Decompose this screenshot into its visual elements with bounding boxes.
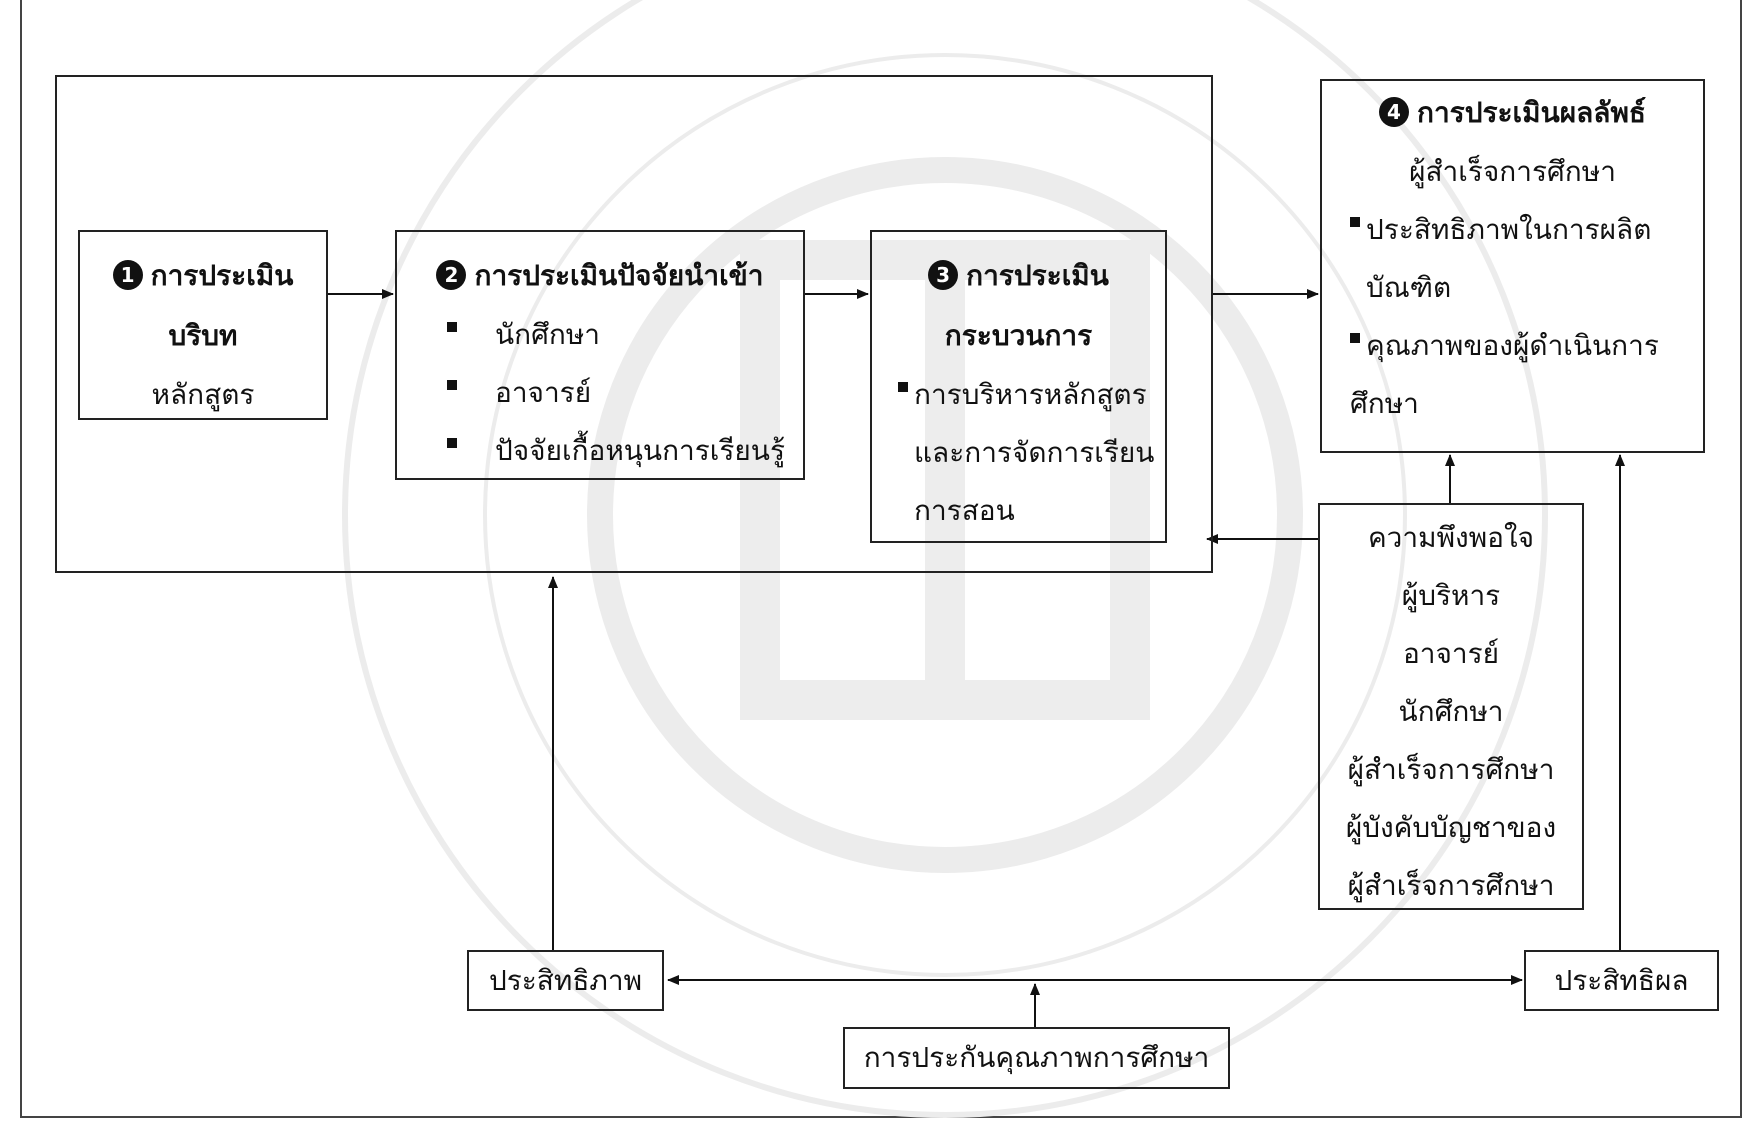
bullet-square-icon: [1350, 333, 1360, 343]
input-item: อาจารย์: [447, 364, 803, 422]
process-group-frame: [55, 75, 1213, 573]
bullet-square-icon: [447, 438, 457, 448]
input-title-text: การประเมินปัจจัยนำเข้า: [474, 259, 764, 292]
satisfaction-box: ความพึงพอใจ ผู้บริหาร อาจารย์ นักศึกษา ผ…: [1318, 503, 1584, 910]
satisfaction-line: ผู้สำเร็จการศึกษา: [1347, 753, 1555, 786]
quality-assurance-box: การประกันคุณภาพการศึกษา: [843, 1027, 1230, 1089]
bullet-square-icon: [447, 322, 457, 332]
output-title-text: การประเมินผลลัพธ์: [1416, 96, 1646, 129]
context-title-line1: การประเมิน: [150, 259, 294, 292]
output-item2: คุณภาพของผู้ดำเนินการศึกษา: [1350, 329, 1659, 420]
process-item-line2: และการจัดการเรียน: [914, 436, 1155, 469]
number-four-badge: 4: [1378, 97, 1409, 127]
process-title-line2: กระบวนการ: [944, 319, 1093, 352]
number-three-badge: 3: [928, 260, 959, 290]
number-one-badge: 1: [112, 260, 143, 290]
bullet-square-icon: [898, 382, 908, 392]
input-item: นักศึกษา: [447, 306, 803, 364]
process-item-line1: การบริหารหลักสูตร: [898, 366, 1165, 424]
context-item: หลักสูตร: [151, 378, 255, 411]
output-item1-line2: บัณฑิต: [1366, 271, 1452, 304]
satisfaction-line: ความพึงพอใจ: [1367, 521, 1535, 554]
process-item-line3: การสอน: [914, 494, 1015, 527]
satisfaction-line: อาจารย์: [1402, 637, 1500, 670]
satisfaction-line: ผู้บังคับบัญชาของ: [1345, 811, 1557, 844]
context-title-line2: บริบท: [168, 319, 238, 352]
bullet-square-icon: [447, 380, 457, 390]
satisfaction-line: ผู้สำเร็จการศึกษา: [1347, 869, 1555, 902]
satisfaction-line: ผู้บริหาร: [1401, 579, 1501, 612]
effectiveness-box: ประสิทธิผล: [1524, 950, 1719, 1011]
satisfaction-line: นักศึกษา: [1398, 695, 1504, 728]
input-item: ปัจจัยเกื้อหนุนการเรียนรู้: [447, 422, 803, 480]
bullet-square-icon: [1350, 217, 1360, 227]
process-title-line1: การประเมิน: [966, 259, 1109, 292]
output-subtitle: ผู้สำเร็จการศึกษา: [1409, 155, 1616, 188]
number-two-badge: 2: [436, 260, 467, 290]
efficiency-box: ประสิทธิภาพ: [467, 950, 664, 1011]
output-item1-line1: ประสิทธิภาพในการผลิต: [1350, 201, 1703, 259]
